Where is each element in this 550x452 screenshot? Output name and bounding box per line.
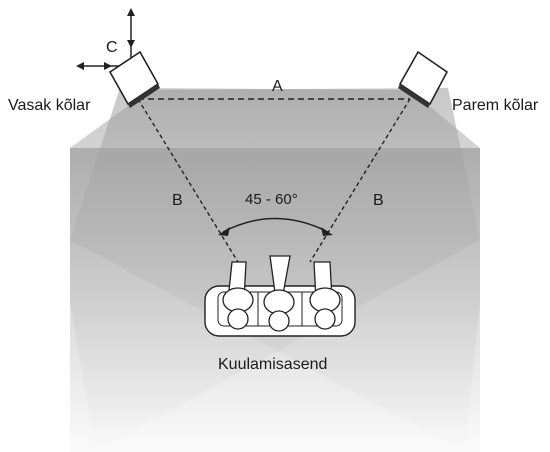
distance-b-right-label: B	[373, 192, 384, 209]
listener-right	[309, 261, 341, 330]
sofa-with-listeners	[204, 255, 356, 337]
angle-arrow-left	[218, 227, 230, 236]
distance-line-b-right	[309, 98, 411, 263]
distance-line-b-left	[137, 98, 239, 263]
left-speaker	[108, 50, 160, 108]
distance-a-label: A	[272, 78, 283, 95]
adjustment-c-label: C	[106, 39, 118, 56]
distance-b-left-label: B	[172, 192, 183, 209]
listener-left	[222, 261, 254, 330]
right-speaker-label: Parem kõlar	[452, 97, 539, 114]
listener-middle	[263, 255, 295, 332]
angle-label: 45 - 60°	[245, 191, 298, 208]
right-speaker	[398, 50, 449, 108]
listening-position-label: Kuulamisasend	[218, 356, 327, 373]
angle-arrow-right	[321, 227, 333, 236]
listening-angle-arc	[222, 217, 329, 233]
left-speaker-label: Vasak kõlar	[8, 97, 91, 114]
